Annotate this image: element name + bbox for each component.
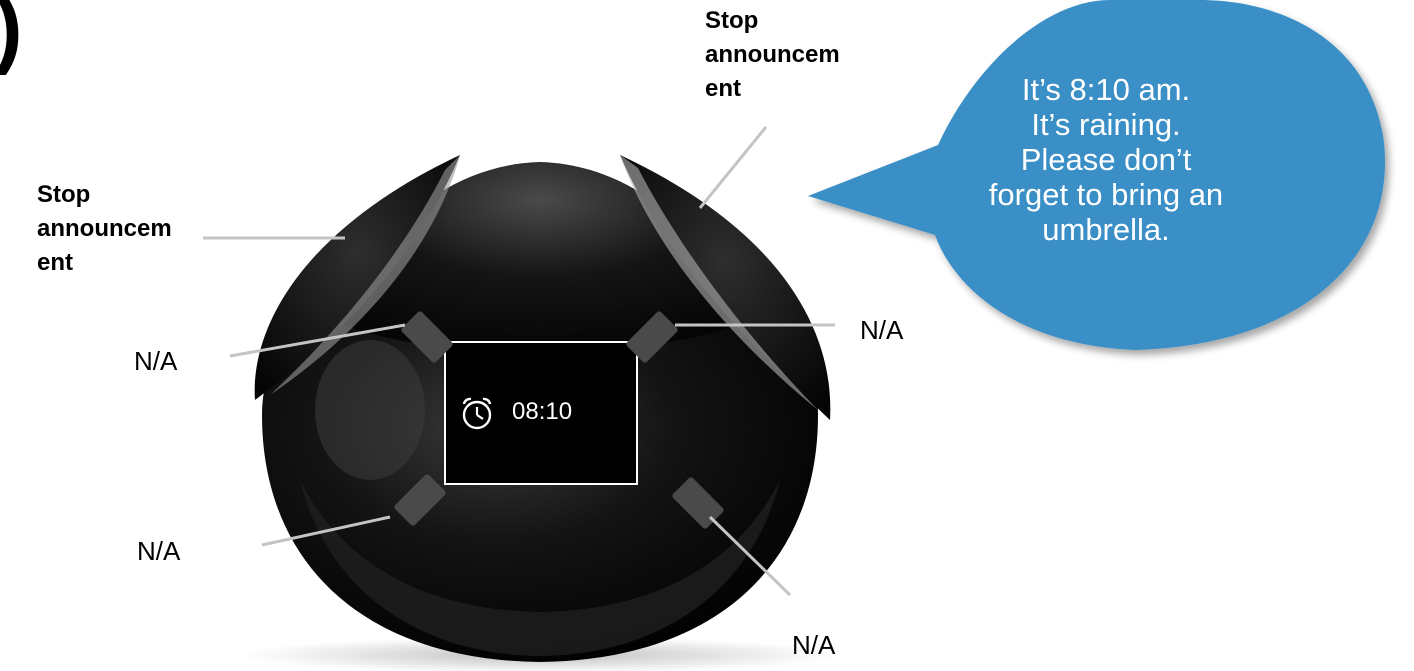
label-line: ent [705,75,741,102]
label-stop-announcement-left: Stop announcem ent [37,178,172,280]
bubble-line: It’s 8:10 am. [1021,72,1191,107]
display-screen [444,341,638,485]
leader-na-lower-left [261,515,391,547]
label-na-upper-left: N/A [134,346,178,376]
label-line: Stop [705,7,759,34]
label-line: ent [37,249,73,276]
alarm-clock-icon [459,396,495,437]
label-line: Stop [37,181,91,208]
label-na-upper-right: N/A [860,315,904,345]
leader-na-lower-right [708,515,792,597]
button-lower-right[interactable] [671,476,725,530]
label-stop-announcement-top: Stop announcem ent [705,4,840,106]
speaker-petal-right [620,155,831,420]
body-reflection [300,480,780,656]
bubble-line: It’s raining. [1031,107,1181,142]
body-highlight [315,340,425,480]
bubble-line: Please don’t [1020,142,1192,177]
speech-bubble [808,0,1386,350]
display-time: 08:10 [512,398,573,425]
bubble-line: forget to bring an [988,177,1224,212]
leader-na-upper-left [229,323,406,358]
speech-bubble-text: It’s 8:10 am. It’s raining. Please don’t… [946,72,1266,247]
label-na-lower-right: N/A [792,630,836,660]
corner-mark: ) [0,0,23,78]
speaker-petal-left [254,155,460,400]
button-upper-right[interactable] [625,310,679,364]
label-line: announcem [705,41,840,68]
label-na-lower-left: N/A [137,536,181,566]
button-upper-left[interactable] [400,310,454,364]
leader-stop-top-right [698,126,768,209]
button-lower-left[interactable] [393,473,447,527]
label-line: announcem [37,215,172,242]
bubble-line: umbrella. [1042,212,1170,247]
